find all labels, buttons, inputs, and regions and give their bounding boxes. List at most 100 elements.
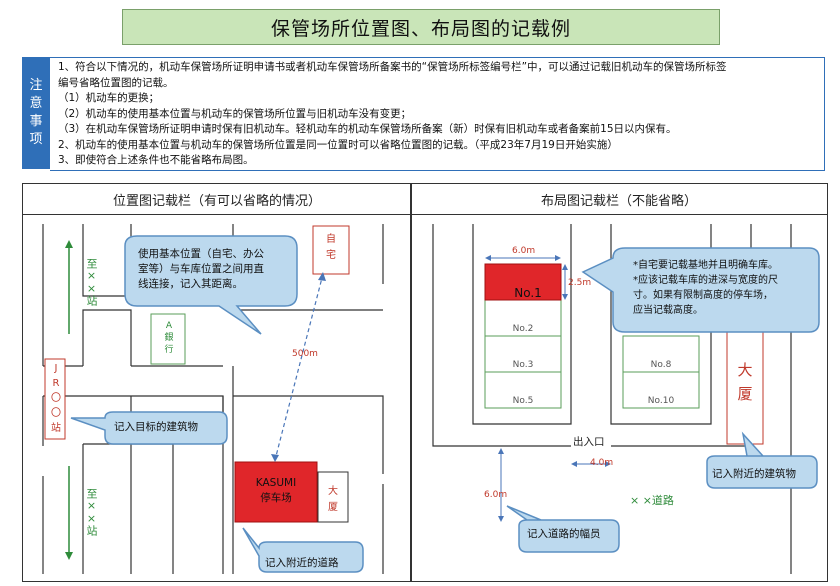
bubble-building-text: 记入附近的建筑物 [712, 468, 796, 480]
road-name-label: × ×道路 [630, 494, 674, 507]
slot-no8-label: No.8 [650, 360, 672, 370]
bubble-line: 应当记载高度。 [633, 305, 703, 316]
road-line [233, 395, 384, 474]
landmark-building-label: 大厦 [318, 484, 348, 516]
bubble-building [706, 431, 818, 489]
arrow-head [555, 255, 561, 261]
bubble-building-text: 记入目标的建筑物 [114, 421, 198, 433]
road-label-char: × [85, 512, 98, 525]
parking-slot [484, 299, 562, 337]
parking-slot [484, 335, 562, 373]
landmark-char: 大 [328, 486, 338, 497]
location-map-drawing [42, 224, 384, 574]
parking-slot-highlighted [484, 263, 562, 301]
road-label-char: × [85, 499, 98, 512]
road-label-top: 至××站 [83, 258, 99, 306]
landmark-char: 厦 [737, 385, 753, 403]
notes-tab-char: 项 [29, 132, 43, 147]
bank-char: 行 [164, 345, 174, 355]
road-label-char: × [85, 269, 98, 282]
slot-no5-label: No.5 [512, 396, 534, 406]
bubble-line: *应该记载车库的进深与宽度的尺 [633, 275, 778, 286]
notes-box [50, 57, 825, 171]
home-label: 自宅 [313, 232, 349, 264]
road-line [42, 444, 84, 476]
parking-type: 停车场 [260, 492, 292, 504]
bubble-road [506, 505, 620, 553]
road-label-char: 至 [85, 258, 98, 269]
bank-char: 銀 [164, 333, 174, 343]
parking-label: KASUMI 停车场 [235, 476, 317, 506]
layout-map-header: 布局图记载栏（不能省略） [410, 183, 828, 215]
landmark-char: 厦 [328, 502, 338, 513]
road-label-char: 至 [85, 488, 98, 499]
bubble-line: 室等）与车库位置之间用直 [138, 263, 264, 275]
arrow-head [562, 264, 568, 270]
station-char: 站 [51, 423, 61, 434]
station-char: R [52, 378, 60, 389]
bubble-line: 线连接，记入其距离。 [138, 278, 243, 290]
layout-map-header-text: 布局图记载栏（不能省略） [540, 193, 697, 209]
bubble-main-text: 使用基本位置（自宅、办公室等）与车库位置之间用直线连接，记入其距离。 [138, 247, 288, 292]
landmark-building [726, 323, 764, 445]
road-label-bottom: 至××站 [83, 488, 99, 536]
bubble-main [124, 235, 298, 335]
bubble-road-text: 记入道路的幅员 [527, 528, 601, 540]
slot-no3-label: No.3 [512, 360, 534, 370]
landmark-char: 大 [737, 361, 753, 379]
notes-line: 编号省略位置图的记载。 [58, 76, 174, 89]
arrow-head [65, 552, 73, 560]
location-map-header: 位置图记载栏（有可以省略的情况） [22, 183, 412, 215]
bank-building [150, 313, 186, 365]
road-line [82, 309, 132, 366]
notes-line: 2、机动车的使用基本位置与机动车的保管场所位置是同一位置时可以省略位置图的记载。… [58, 138, 618, 151]
width-dimension-label: 6.0m [512, 246, 536, 256]
bubble-line: *自宅要记载基地并且明确车库。 [633, 260, 778, 271]
home-char: 宅 [326, 250, 336, 261]
bubble-main [581, 247, 820, 333]
depth-dimension-label: 2.5m [568, 278, 592, 288]
landmark-building-label: 大厦 [727, 358, 763, 406]
road-width-label: 6.0m [484, 490, 508, 500]
notes-tab-char: 注 [29, 78, 43, 93]
distance-label: 500m [292, 349, 318, 359]
arrow-head [498, 516, 504, 522]
station-char: J [54, 363, 58, 374]
notes-line: （1）机动车的更换； [58, 92, 160, 104]
bubble-road [242, 527, 364, 573]
arrow-head [318, 272, 326, 281]
bubble-line: 使用基本位置（自宅、办公 [138, 248, 264, 260]
arrow-head [271, 454, 279, 462]
arrow-head [562, 294, 568, 300]
parking-name: KASUMI [255, 477, 297, 489]
bubble-main-text: *自宅要记载基地并且明确车库。 *应该记载车库的进深与宽度的尺寸。如果有限制高度的… [633, 258, 819, 318]
notes-tab-char: 意 [29, 96, 43, 111]
bubble-building [70, 411, 228, 445]
road-line [472, 224, 572, 425]
station-building [44, 358, 66, 440]
notes-tab: 注 意 事 项 [22, 57, 50, 169]
notes-line: 1、符合以下情况的，机动车保管场所证明申请书或者机动车保管场所备案书的“保管场所… [58, 61, 727, 73]
parking-slot [622, 371, 700, 409]
station-char: 〇 [51, 393, 61, 404]
road-label-char: 站 [85, 295, 98, 306]
slot-no10-label: No.10 [647, 396, 675, 406]
arrow-head [498, 448, 504, 454]
road-label-char: 站 [85, 525, 98, 536]
arrow-head [605, 461, 611, 467]
page-title: 保管场所位置图、布局图的记载例 [122, 9, 720, 45]
road-label-char: × [85, 282, 98, 295]
entrance-width-label: 4.0m [590, 458, 614, 468]
landmark-building [317, 471, 349, 523]
notes-tab-char: 事 [29, 114, 43, 129]
bubble-line: 寸。如果有限制高度的停车场， [633, 290, 773, 301]
page-title-text: 保管场所位置图、布局图的记载例 [270, 17, 571, 40]
layout-map-drawing [432, 224, 820, 574]
arrow-head [65, 240, 73, 248]
bank-char: A [165, 321, 173, 331]
slot-no2-label: No.2 [512, 324, 534, 334]
location-map-header-text: 位置图记载栏（有可以省略的情况） [112, 193, 321, 209]
station-char: 〇 [51, 408, 61, 419]
